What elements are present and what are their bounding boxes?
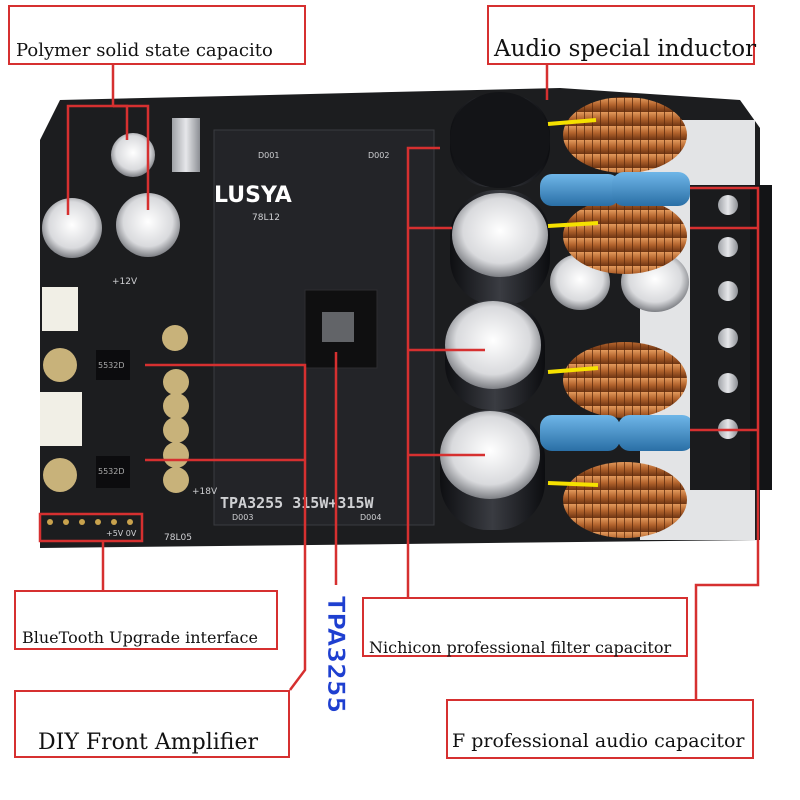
polymer-label: Polymer solid state capacito (16, 40, 273, 61)
inductor-label: Audio special inductor (494, 36, 757, 62)
inductor-markers (547, 118, 599, 487)
regulator-heatsink (172, 118, 200, 172)
opamp-chip-2 (96, 456, 130, 488)
diy-label-box (14, 690, 290, 758)
bluetooth-label: BlueTooth Upgrade interface (22, 628, 258, 647)
model-text: TPA3255 315W+315W (220, 494, 374, 512)
polymer-capacitors (42, 133, 180, 258)
connector-top (42, 287, 78, 331)
polymer-label-box (8, 5, 306, 65)
pins-text: +5V 0V (106, 529, 137, 538)
v12-text: +12V (112, 277, 138, 287)
speaker-terminal-block (690, 185, 772, 490)
bluetooth-label-box (14, 590, 278, 650)
v18-text: +18V (192, 487, 218, 497)
reg-text: 78L12 (252, 213, 280, 223)
chip1-text: 5532D (98, 361, 125, 370)
brand-text: LUSYA (214, 183, 292, 208)
nichicon-label-box (362, 597, 688, 657)
diy-label: DIY Front Amplifier (38, 730, 258, 755)
nichicon-label: Nichicon professional filter capacitor (369, 638, 672, 657)
chip2-text: 5532D (98, 467, 125, 476)
inductor-label-box (487, 5, 755, 65)
reg2-text: 78L05 (164, 533, 192, 543)
tpa3255-vertical-text: TPA3255 (322, 596, 350, 713)
opamp-chip-1 (96, 350, 130, 380)
nichicon-caps (440, 92, 550, 530)
bluetooth-pin-header (47, 519, 133, 525)
small-electrolytic-caps (43, 325, 189, 493)
f-cap-label: F professional audio capacitor (452, 730, 745, 752)
d003-text: D003 (232, 513, 253, 522)
inductors (563, 97, 687, 538)
d004-text: D004 (360, 513, 381, 522)
tpa3255-vertical-label: TPA3255 (322, 596, 351, 714)
d002-text: D002 (368, 151, 389, 160)
blue-film-caps (540, 172, 694, 451)
f-cap-label-box (446, 699, 754, 759)
annotation-pointers (38, 62, 760, 700)
connector-input (40, 392, 82, 446)
d001-text: D001 (258, 151, 279, 160)
